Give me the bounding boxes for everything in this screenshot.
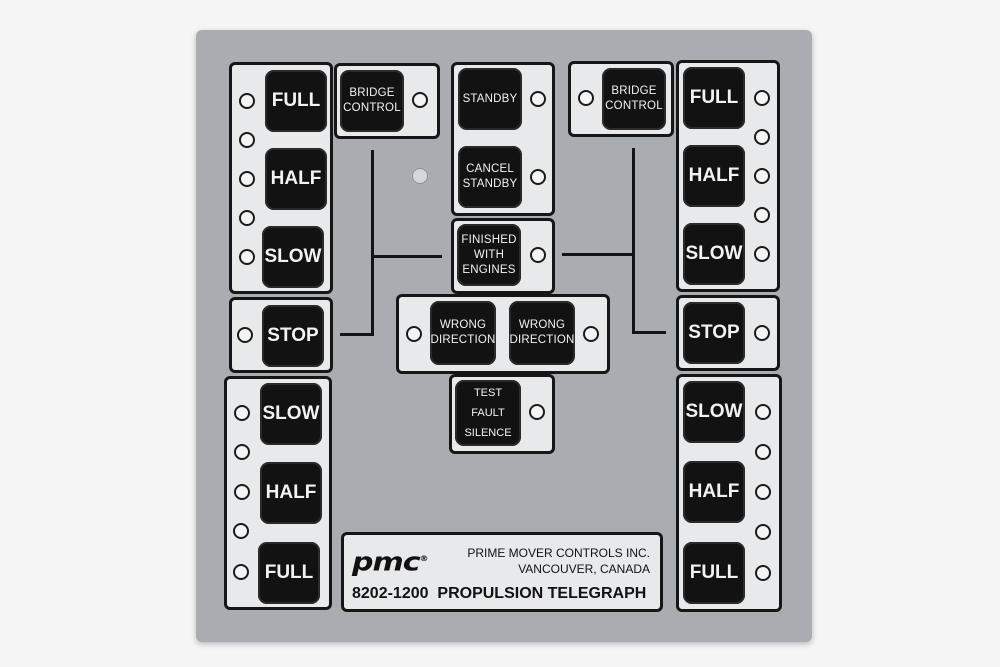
left-half-astern-button[interactable]: HALF: [260, 462, 322, 524]
mounting-hole: [412, 168, 428, 184]
right-full-astern-indicator: [755, 565, 771, 581]
left-half-ahead-indicator: [239, 171, 255, 187]
left-half-ahead-button[interactable]: HALF: [265, 148, 327, 210]
left-full-ahead-button[interactable]: FULL: [265, 70, 327, 132]
left-bracket-bottom: [340, 333, 374, 336]
right-half-ahead-button[interactable]: HALF: [683, 145, 745, 207]
right-slow-ahead-button[interactable]: SLOW: [683, 223, 745, 285]
test-label: TEST: [473, 386, 503, 399]
left-full-ahead-indicator: [239, 93, 255, 109]
right-slow-astern-button[interactable]: SLOW: [683, 381, 745, 443]
right-slow-half-astern-indicator: [755, 444, 771, 460]
right-wrong-direction-indicator: [583, 326, 599, 342]
right-half-slow-indicator: [754, 207, 770, 223]
right-slow-astern-indicator: [755, 404, 771, 420]
left-half-slow-indicator: [239, 210, 255, 226]
right-slow-ahead-indicator: [754, 246, 770, 262]
pmc-logo: pmc®: [352, 547, 429, 578]
left-bracket-horizontal: [372, 255, 442, 258]
standby-indicator: [530, 91, 546, 107]
left-slow-half-astern-indicator: [234, 444, 250, 460]
registered-mark: ®: [419, 555, 429, 564]
finished-with-engines-indicator: [530, 247, 546, 263]
cancel-standby-indicator: [530, 169, 546, 185]
cancel-standby-button[interactable]: CANCEL STANDBY: [458, 146, 522, 208]
test-fault-silence-indicator: [529, 404, 545, 420]
left-wrong-direction-indicator: [406, 326, 422, 342]
right-full-half-indicator: [754, 129, 770, 145]
left-slow-ahead-indicator: [239, 249, 255, 265]
company-location: VANCOUVER, CANADA: [518, 562, 650, 576]
left-stop-button[interactable]: STOP: [262, 305, 324, 367]
right-bracket-horizontal: [562, 253, 634, 256]
product-title: 8202-1200 PROPULSION TELEGRAPH: [352, 585, 646, 603]
left-slow-ahead-button[interactable]: SLOW: [262, 226, 324, 288]
left-slow-astern-indicator: [234, 405, 250, 421]
right-half-ahead-indicator: [754, 168, 770, 184]
right-full-ahead-button[interactable]: FULL: [683, 67, 745, 129]
right-stop-button[interactable]: STOP: [683, 302, 745, 364]
right-half-full-astern-indicator: [755, 524, 771, 540]
right-wrong-direction-button[interactable]: WRONG DIRECTION: [509, 301, 575, 365]
left-wrong-direction-button[interactable]: WRONG DIRECTION: [430, 301, 496, 365]
left-full-astern-indicator: [233, 564, 249, 580]
left-stop-indicator: [237, 327, 253, 343]
left-bracket-vertical: [371, 150, 374, 336]
right-half-astern-button[interactable]: HALF: [683, 461, 745, 523]
finished-with-engines-button[interactable]: FINISHED WITH ENGINES: [457, 224, 521, 286]
silence-label: SILENCE: [464, 426, 512, 439]
company-info: PRIME MOVER CONTROLS INC. VANCOUVER, CAN…: [467, 545, 650, 577]
left-full-half-indicator: [239, 132, 255, 148]
left-half-full-astern-indicator: [233, 523, 249, 539]
left-full-astern-button[interactable]: FULL: [258, 542, 320, 604]
standby-button[interactable]: STANDBY: [458, 68, 522, 130]
right-bridge-control-button[interactable]: BRIDGE CONTROL: [602, 68, 666, 130]
model-number: 8202-1200: [352, 585, 429, 602]
right-full-astern-button[interactable]: FULL: [683, 542, 745, 604]
left-half-astern-indicator: [234, 484, 250, 500]
test-fault-silence-button[interactable]: TEST FAULT SILENCE: [455, 380, 521, 446]
product-name: PROPULSION TELEGRAPH: [437, 585, 647, 602]
wrong-direction-panel: [396, 294, 610, 374]
left-bridge-control-indicator: [412, 92, 428, 108]
left-bridge-control-button[interactable]: BRIDGE CONTROL: [340, 70, 404, 132]
company-name: PRIME MOVER CONTROLS INC.: [467, 546, 650, 560]
right-bracket-bottom: [632, 331, 666, 334]
nameplate: pmc® PRIME MOVER CONTROLS INC. VANCOUVER…: [341, 532, 663, 612]
fault-label: FAULT: [471, 406, 505, 419]
right-bracket-vertical: [632, 148, 635, 334]
right-bridge-control-indicator: [578, 90, 594, 106]
right-half-astern-indicator: [755, 484, 771, 500]
left-slow-astern-button[interactable]: SLOW: [260, 383, 322, 445]
right-stop-indicator: [754, 325, 770, 341]
right-full-ahead-indicator: [754, 90, 770, 106]
logo-text: pmc: [352, 547, 421, 578]
